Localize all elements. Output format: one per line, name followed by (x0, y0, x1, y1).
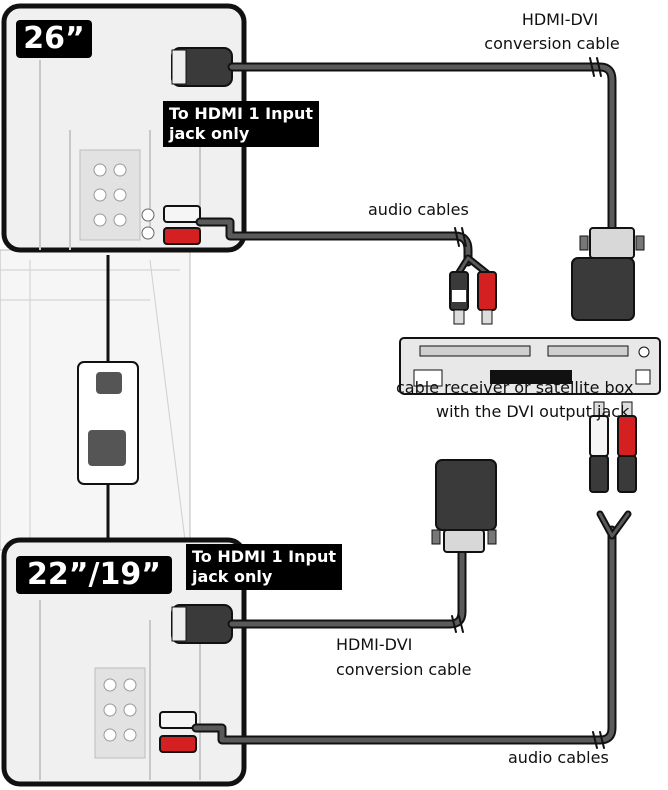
audio-cables-caption-bottom: audio cables (508, 748, 609, 767)
tv-size-label-22-19: 22”/19” (16, 556, 172, 594)
audio-cable-bottom (193, 527, 615, 743)
hdmi1-note-top: To HDMI 1 Input jack only (163, 101, 320, 147)
tv-panel-22-19 (1, 537, 247, 787)
hdmi1-note-bottom: To HDMI 1 Input jack only (186, 544, 343, 590)
tv-size-label-26: 26” (16, 20, 92, 58)
rca-red-plug-top (163, 227, 201, 245)
rca-plugs-receiver-top (449, 271, 497, 325)
remote-button-bottom (88, 430, 126, 466)
rca-plugs-receiver-bottom (589, 401, 637, 493)
hdmi-dvi-caption-bottom-line2: conversion cable (336, 660, 472, 679)
tv-panel-26 (1, 3, 247, 253)
cable-satellite-receiver (399, 337, 661, 395)
receiver-caption-line2: with the DVI output jack (436, 402, 630, 421)
hdmi-dvi-caption-bottom-line1: HDMI-DVI (336, 635, 413, 654)
tv-body-sketch (0, 249, 191, 551)
rca-red-plug-bottom (159, 735, 197, 753)
hdmi-dvi-caption-top-line2: conversion cable (484, 34, 620, 53)
dvi-connector-bottom (431, 459, 497, 553)
cables (191, 57, 632, 749)
hdmi-dvi-caption-top-line1: HDMI-DVI (521, 10, 599, 29)
rca-white-plug-top (163, 205, 201, 223)
remote-button-top (96, 372, 122, 394)
audio-cable-top (197, 219, 471, 265)
audio-cables-caption-top: audio cables (368, 200, 469, 219)
dvi-connector-top (571, 227, 645, 321)
receiver-caption-line1: cable receiver or satellite box (396, 378, 634, 397)
hdmi-cable-bottom (229, 543, 465, 627)
rca-white-plug-bottom (159, 711, 197, 729)
